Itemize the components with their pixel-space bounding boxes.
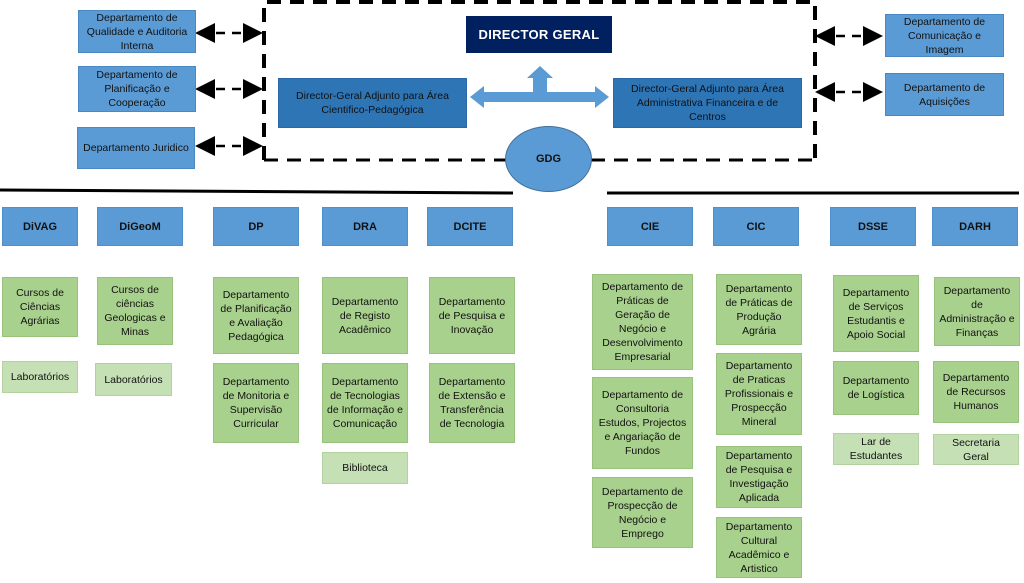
header-darh[interactable]: DARH bbox=[932, 207, 1018, 246]
dept-consultoria-estudos[interactable]: Departamento de Consultoria Estudos, Pro… bbox=[592, 377, 693, 469]
header-cic[interactable]: CIC bbox=[713, 207, 799, 246]
dept-cursos-agrarias[interactable]: Cursos de Ciências Agrárias bbox=[2, 277, 78, 337]
sub-laboratorios-digeom[interactable]: Laboratórios bbox=[95, 363, 172, 396]
dept-pesquisa-inovacao[interactable]: Departamento de Pesquisa e Inovação bbox=[429, 277, 515, 354]
gdg-ellipse[interactable]: GDG bbox=[505, 126, 592, 192]
dept-cultural-academico[interactable]: Departamento Cultural Acadêmico e Artist… bbox=[716, 517, 802, 578]
dept-aquisicoes[interactable]: Departamento de Aquisições bbox=[885, 73, 1004, 116]
dept-qualidade-auditoria[interactable]: Departamento de Qualidade e Auditoria In… bbox=[78, 10, 196, 53]
sub-lar-estudantes[interactable]: Lar de Estudantes bbox=[833, 433, 919, 465]
dept-pesquisa-investigacao[interactable]: Departamento de Pesquisa e Investigação … bbox=[716, 446, 802, 508]
dept-extensao-transferencia[interactable]: Departamento de Extensão e Transferência… bbox=[429, 363, 515, 443]
dept-comunicacao-imagem[interactable]: Departamento de Comunicação e Imagem bbox=[885, 14, 1004, 57]
header-cie[interactable]: CIE bbox=[607, 207, 693, 246]
dept-monitoria-supervisao[interactable]: Departamento de Monitoria e Supervisão C… bbox=[213, 363, 299, 443]
dept-juridico[interactable]: Departamento Juridico bbox=[77, 127, 195, 169]
adjunto-cientifico-box[interactable]: Director-Geral Adjunto para Área Cientif… bbox=[278, 78, 467, 128]
dept-planificacao-avaliacao[interactable]: Departamento de Planificação e Avaliação… bbox=[213, 277, 299, 354]
header-dp[interactable]: DP bbox=[213, 207, 299, 246]
dept-administracao-financas[interactable]: Departamento de Administração e Finanças bbox=[934, 277, 1020, 346]
adjunto-administrativo-box[interactable]: Director-Geral Adjunto para Área Adminis… bbox=[613, 78, 802, 128]
sub-laboratorios-divag[interactable]: Laboratórios bbox=[2, 361, 78, 393]
dept-registo-academico[interactable]: Departamento de Registo Acadêmico bbox=[322, 277, 408, 354]
dept-cursos-geologicas[interactable]: Cursos de ciências Geologicas e Minas bbox=[97, 277, 173, 345]
sub-secretaria-geral[interactable]: Secretaria Geral bbox=[933, 434, 1019, 465]
director-geral-box[interactable]: DIRECTOR GERAL bbox=[466, 16, 612, 53]
dept-logistica[interactable]: Departamento de Logística bbox=[833, 361, 919, 415]
executive-frame bbox=[262, 0, 817, 160]
header-dcite[interactable]: DCITE bbox=[427, 207, 513, 246]
header-divag[interactable]: DiVAG bbox=[2, 207, 78, 246]
dept-prospeccao-negocio[interactable]: Departamento de Prospecção de Negócio e … bbox=[592, 477, 693, 548]
divider-left bbox=[0, 188, 514, 195]
block-arrow bbox=[470, 66, 609, 108]
dept-praticas-profissionais[interactable]: Departamento de Praticas Profissionais e… bbox=[716, 353, 802, 435]
header-digeom[interactable]: DiGeoM bbox=[97, 207, 183, 246]
dept-geracao-negocio[interactable]: Departamento de Práticas de Geração de N… bbox=[592, 274, 693, 370]
dept-recursos-humanos[interactable]: Departamento de Recursos Humanos bbox=[933, 361, 1019, 423]
header-dra[interactable]: DRA bbox=[322, 207, 408, 246]
sub-biblioteca[interactable]: Biblioteca bbox=[322, 452, 408, 484]
dept-tecnologias-informacao[interactable]: Departamento de Tecnologias de Informaçã… bbox=[322, 363, 408, 443]
dept-planificacao-cooperacao[interactable]: Departamento de Planificação e Cooperaçã… bbox=[78, 66, 196, 112]
dept-servicos-estudantis[interactable]: Departamento de Serviços Estudantis e Ap… bbox=[833, 275, 919, 352]
header-dsse[interactable]: DSSE bbox=[830, 207, 916, 246]
dept-praticas-producao[interactable]: Departamento de Práticas de Produção Agr… bbox=[716, 274, 802, 345]
